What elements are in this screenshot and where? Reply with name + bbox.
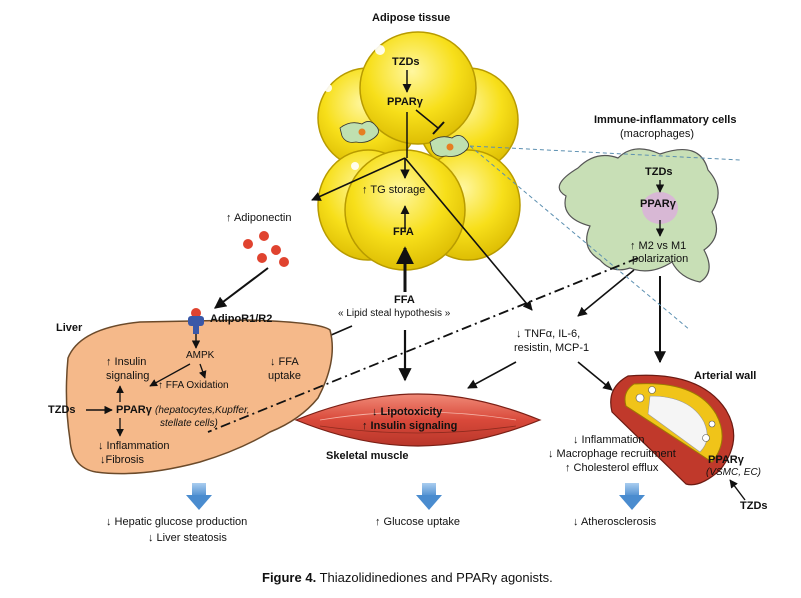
ffa-uptake-line1: ↓ FFA (270, 356, 299, 368)
muscle-insulin-label: ↑ Insulin signaling (362, 420, 458, 432)
liver-ppar-cells-line2: stellate cells) (160, 418, 218, 429)
cytokines-line1: ↓ TNFα, IL-6, (516, 328, 581, 340)
down-arrow-liver (186, 483, 212, 510)
liver-ppar-cells-line1: (hepatocytes,Kupffer, (155, 405, 250, 416)
arrow-to-cytokines (404, 157, 533, 311)
outcome-glucose-uptake: ↑ Glucose uptake (375, 516, 460, 528)
arrow-tzds-to-ppar-artery (729, 479, 746, 501)
artery-ppar-label: PPARγ (708, 454, 744, 466)
immune-subtitle: (macrophages) (620, 128, 694, 140)
arterial-wall (610, 374, 735, 486)
adipose-ffa-label: FFA (393, 226, 414, 238)
adipose-macrophage-left (339, 121, 379, 143)
adipose-title: Adipose tissue (372, 12, 451, 24)
insulin-signaling-line2: signaling (106, 370, 150, 382)
adiporeceptor-label: AdipoR1/R2 (210, 313, 273, 325)
artery-tzds-label: TZDs (740, 500, 768, 512)
arrow-to-adiponectin (311, 157, 406, 201)
immune-title: Immune-inflammatory cells (594, 114, 737, 126)
outcome-atherosclerosis: ↓ Atherosclerosis (573, 516, 657, 528)
adiponectin-molecules (243, 231, 289, 267)
liver-ppar-label: PPARγ (116, 404, 152, 416)
adipose-macrophage-right (429, 135, 469, 157)
ffa-oxidation-label: ↑ FFA Oxidation (158, 380, 229, 391)
arrow-cytokines-to-muscle (467, 361, 517, 389)
inhibit-ppar-macrophage (415, 109, 439, 129)
dashdot-inhibition-line (207, 257, 639, 433)
zoom-line-bottom (469, 145, 691, 331)
ffa-uptake-line2: uptake (268, 370, 302, 382)
lipid-steal-label: « Lipid steal hypothesis » (338, 308, 451, 319)
artery-cells-label: (VSMC, EC) (706, 467, 761, 478)
artery-effect-3: ↑ Cholesterol efflux (565, 462, 659, 474)
liver-shape (65, 319, 333, 475)
artery-effect-2: ↓ Macrophage recruitment (548, 448, 676, 460)
artery-title: Arterial wall (694, 370, 757, 382)
liver-fibrosis-label: ↓Fibrosis (100, 454, 145, 466)
adipose-tzds-label: TZDs (392, 56, 420, 68)
tg-storage-label: ↑ TG storage (362, 184, 426, 196)
immune-tzds-label: TZDs (645, 166, 673, 178)
muscle-title: Skeletal muscle (326, 450, 409, 462)
liver-inflammation-label: ↓ Inflammation (98, 440, 170, 452)
artery-effect-1: ↓ Inflammation (573, 434, 645, 446)
muscle-shape (294, 393, 542, 447)
cytokines-line2: resistin, MCP-1 (514, 342, 590, 354)
arrow-cytokines-to-artery (577, 361, 613, 391)
zoom-line-top (469, 145, 741, 161)
arrow-adiponectin-to-receptor (214, 267, 269, 309)
immune-ppar-label: PPARγ (640, 198, 676, 210)
adiponectin-label: ↑ Adiponectin (226, 212, 292, 224)
liver-title: Liver (56, 322, 83, 334)
adipose-tissue-cluster (317, 31, 521, 271)
down-arrow-artery (619, 483, 645, 510)
adiporeceptor-icon (188, 308, 204, 334)
lipotoxicity-label: ↓ Lipotoxicity (372, 406, 443, 418)
caption-text: Thiazolidinediones and PPARγ agonists. (316, 570, 553, 585)
arrow-macrophage-to-cytokines (577, 269, 635, 317)
polarization-line1: ↑ M2 vs M1 (630, 240, 687, 252)
outcome-hepatic-glucose: ↓ Hepatic glucose production (106, 516, 248, 528)
polarization-line2: polarization (632, 253, 689, 265)
down-arrow-muscle (416, 483, 442, 510)
ffa-center-label: FFA (394, 294, 415, 306)
adipose-ppar-label: PPARγ (387, 96, 423, 108)
insulin-signaling-line1: ↑ Insulin (106, 356, 147, 368)
figure-caption: Figure 4. Thiazolidinediones and PPARγ a… (262, 570, 553, 585)
outcome-liver-steatosis: ↓ Liver steatosis (148, 532, 227, 544)
liver-tzds-label: TZDs (48, 404, 76, 416)
macrophage-shape (558, 148, 719, 283)
ampk-label: AMPK (186, 350, 215, 361)
caption-label: Figure 4. (262, 570, 317, 585)
